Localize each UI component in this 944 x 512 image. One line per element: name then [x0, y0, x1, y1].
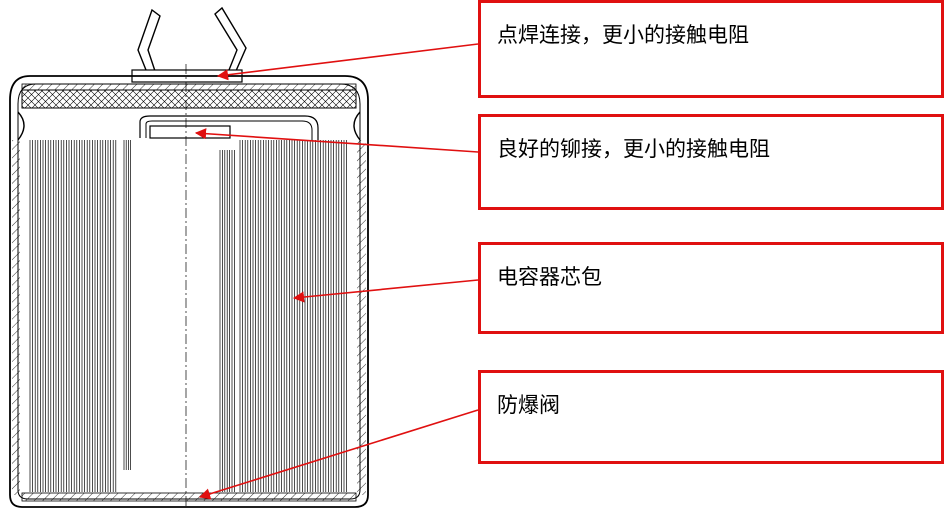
left-wall — [12, 140, 20, 495]
callout-riveting-text: 良好的铆接，更小的接触电阻 — [497, 137, 770, 161]
right-wall — [357, 140, 366, 495]
outer-can — [9, 75, 369, 508]
leader-riveting — [194, 128, 479, 153]
callout-spot-weld: 点焊连接，更小的接触电阻 — [478, 0, 944, 98]
callout-core-pack-text: 电容器芯包 — [497, 265, 602, 289]
rivet-tab — [139, 115, 319, 140]
callout-relief-valve: 防爆阀 — [478, 370, 944, 464]
callout-core-pack: 电容器芯包 — [478, 242, 944, 334]
callout-riveting: 良好的铆接，更小的接触电阻 — [478, 114, 944, 210]
leader-core-pack — [292, 279, 479, 303]
bottom-plate — [21, 492, 357, 502]
lid-plate — [21, 83, 357, 91]
rivet-block — [149, 125, 231, 139]
lid-seal — [21, 89, 357, 109]
left-groove — [17, 111, 25, 141]
rivet-tab-inner — [145, 120, 313, 140]
callout-spot-weld-text: 点焊连接，更小的接触电阻 — [497, 23, 749, 47]
leader-relief-valve — [198, 409, 479, 500]
left-terminal-lead — [137, 8, 161, 81]
core-pack-windings — [29, 140, 347, 492]
callout-relief-valve-text: 防爆阀 — [497, 393, 560, 417]
right-groove — [353, 111, 361, 141]
right-terminal-lead — [214, 6, 247, 81]
leader-spot-weld — [216, 43, 479, 81]
